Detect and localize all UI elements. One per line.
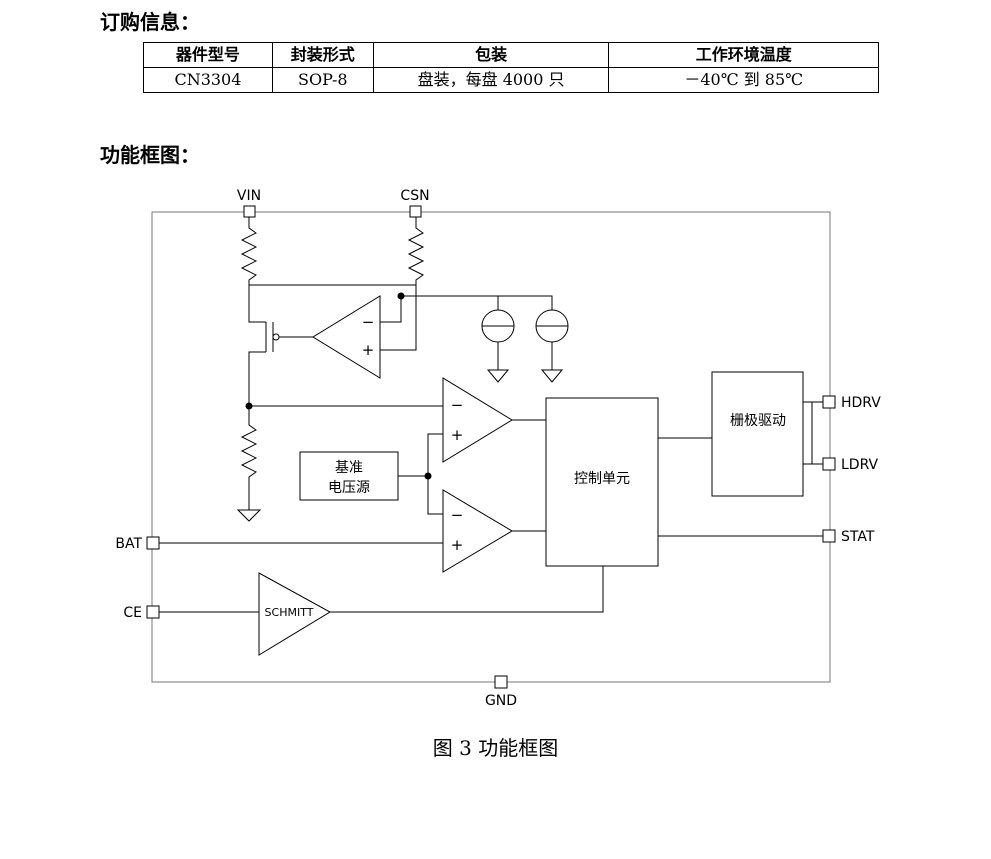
- vin-pin-label: VIN: [237, 188, 261, 204]
- ordering-table: 器件型号 封装形式 包装 工作环境温度 CN3304 SOP-8 盘装，每盘 4…: [143, 42, 879, 93]
- control-unit-label: 控制单元: [574, 471, 630, 487]
- node-to-amp-minus: [380, 296, 402, 323]
- gnd-pin-label: GND: [485, 693, 517, 709]
- reference-label-line1: 基准: [335, 459, 363, 476]
- temperature-cell: －40℃ 到 85℃: [608, 67, 879, 93]
- amp-minus-sign: −: [362, 313, 375, 331]
- csn-to-amp-plus: [380, 285, 417, 351]
- column-header: 工作环境温度: [608, 42, 879, 68]
- comparator-1: [442, 377, 513, 463]
- table-row: CN3304 SOP-8 盘装，每盘 4000 只 －40℃ 到 85℃: [143, 67, 879, 93]
- ldrv-pin-box: [822, 457, 836, 471]
- control-unit-box: [545, 397, 659, 567]
- packing-cell: 盘装，每盘 4000 只: [372, 67, 610, 93]
- schmitt-trigger: [258, 572, 332, 656]
- stat-pin-label: STAT: [841, 529, 875, 545]
- ordering-heading: 订购信息：: [100, 10, 200, 34]
- bat-pin-label: BAT: [115, 536, 142, 552]
- schmitt-label: SCHMITT: [265, 606, 314, 619]
- comp1-minus-sign: −: [451, 396, 464, 414]
- gate-driver-box: [711, 371, 804, 497]
- bat-pin-box: [146, 536, 160, 550]
- package-outline: [151, 211, 831, 683]
- pmos-gate-bubble: [272, 333, 280, 341]
- current-source-1-ground: [482, 325, 514, 383]
- table-header-row: 器件型号 封装形式 包装 工作环境温度: [143, 42, 879, 68]
- column-header: 器件型号: [143, 42, 273, 68]
- comp2-minus-sign: −: [451, 506, 464, 524]
- vin-pin-box: [243, 205, 256, 218]
- column-header: 包装: [372, 42, 610, 68]
- driver-outputs: [803, 401, 823, 465]
- current-source-feed: [401, 295, 553, 310]
- junction-dot: [424, 472, 432, 480]
- comp2-plus-sign: +: [451, 536, 464, 554]
- csn-pin-box: [409, 205, 422, 218]
- csn-pin-label: CSN: [400, 188, 429, 204]
- ce-pin-label: CE: [123, 605, 142, 621]
- functional-block-diagram: VIN CSN BAT CE GND HDRV LDRV STAT − + − …: [115, 188, 881, 709]
- ldrv-pin-label: LDRV: [841, 457, 879, 473]
- current-source-2-ground: [536, 325, 568, 383]
- gnd-pin-box: [494, 675, 508, 689]
- block-diagram-heading: 功能框图：: [100, 143, 200, 167]
- hdrv-pin-box: [822, 395, 836, 409]
- comp1-plus-sign: +: [451, 426, 464, 444]
- column-header: 封装形式: [271, 42, 374, 68]
- vin-resistor: [240, 217, 258, 285]
- schmitt-to-control: [330, 566, 604, 613]
- hdrv-pin-label: HDRV: [841, 395, 881, 411]
- junction-dot: [397, 292, 405, 300]
- comparator-2: [442, 489, 513, 573]
- ref-to-comparators: [427, 433, 443, 515]
- csn-resistor: [407, 217, 425, 285]
- divider-resistor: [240, 406, 258, 510]
- junction-dot: [245, 402, 253, 410]
- amp-plus-sign: +: [362, 341, 375, 359]
- sense-amplifier: [312, 295, 381, 379]
- figure-caption: 图 3 功能框图: [432, 736, 559, 760]
- package-cell: SOP-8: [271, 67, 374, 93]
- comparator-outputs: [512, 419, 546, 532]
- divider-ground: [236, 509, 262, 522]
- reference-label-line2: 电压源: [328, 480, 370, 496]
- part-number-cell: CN3304: [143, 67, 273, 93]
- ce-pin-box: [146, 605, 160, 619]
- stat-pin-box: [822, 529, 836, 543]
- pmos-transistor: [248, 285, 313, 406]
- gate-driver-label: 栅极驱动: [730, 413, 786, 429]
